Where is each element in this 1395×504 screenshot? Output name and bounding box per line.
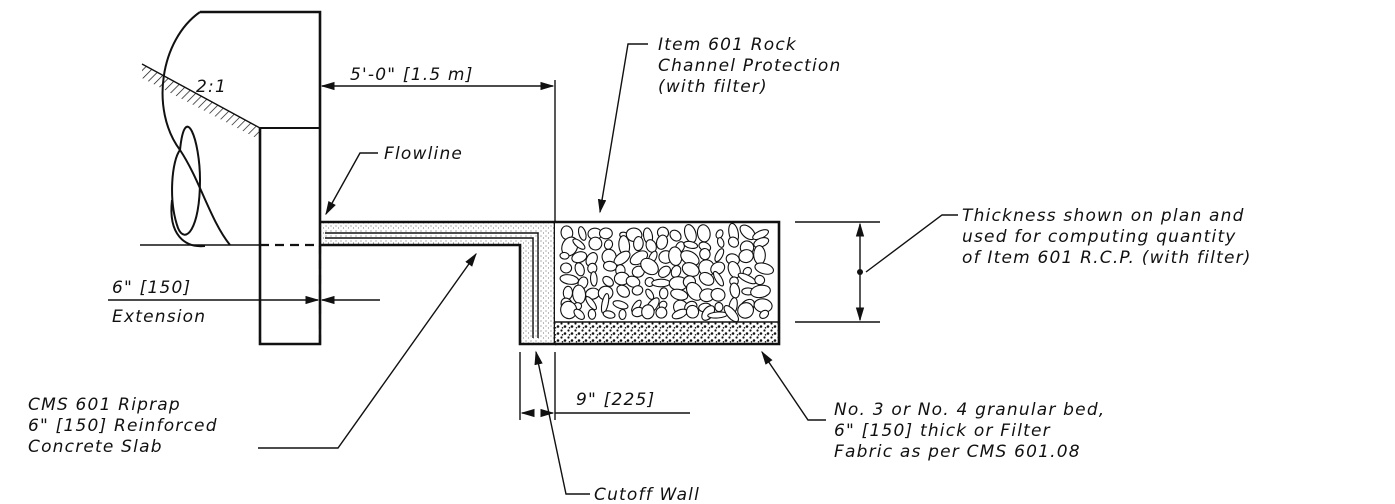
rock-label-line1: Item 601 Rock <box>658 35 797 55</box>
width-dimension-label: 5'-0" [1.5 m] <box>350 65 474 85</box>
rock-stone <box>618 308 627 321</box>
embankment-slope <box>140 63 261 246</box>
rock-stone <box>683 240 699 249</box>
bed-leader <box>761 350 826 421</box>
rock-stone <box>715 229 724 239</box>
rock-stone <box>714 301 724 313</box>
rock-stone <box>754 274 766 286</box>
extension-label-line2: Extension <box>112 307 206 327</box>
rock-stone <box>750 284 771 299</box>
rock-stone <box>631 285 644 296</box>
rock-stone <box>574 262 585 277</box>
cutoff-dimension-label: 9" [225] <box>576 390 655 410</box>
thickness-dimension <box>795 214 958 323</box>
flowline-leader <box>325 152 378 216</box>
riprap-label-line2: 6" [150] Reinforced <box>28 416 218 436</box>
rock-stone <box>723 305 740 323</box>
riprap-leader <box>258 252 477 449</box>
rock-fill <box>559 222 774 323</box>
rock-label-line2: Channel Protection <box>658 56 841 76</box>
rock-stone <box>669 229 682 242</box>
rock-stone <box>571 251 588 264</box>
rock-stone <box>585 295 597 311</box>
rock-stone <box>562 285 574 300</box>
concrete-slab <box>320 220 557 346</box>
rock-stone <box>759 309 770 320</box>
rock-stone <box>589 271 598 287</box>
rock-stone <box>714 248 725 263</box>
rock-stone <box>681 262 700 277</box>
rock-stone <box>658 265 671 278</box>
flowline-label: Flowline <box>384 144 463 164</box>
slope-label: 2:1 <box>196 77 227 97</box>
rock-stone <box>616 284 631 298</box>
rock-stone <box>685 304 700 319</box>
thickness-label-line2: used for computing quantity <box>962 227 1237 247</box>
rock-stone <box>641 304 655 320</box>
rock-label-line3: (with filter) <box>658 77 768 97</box>
rock-stone <box>559 251 570 260</box>
rock-stone <box>655 306 668 319</box>
rock-stone <box>560 262 573 274</box>
rock-stone <box>573 308 585 320</box>
cutoff-wall-label: Cutoff Wall <box>594 485 700 504</box>
rock-stone <box>658 287 669 300</box>
bed-label-line3: Fabric as per CMS 601.08 <box>834 442 1081 462</box>
rock-stone <box>716 237 725 248</box>
rock-stone <box>655 234 669 250</box>
rock-stone <box>640 257 659 276</box>
rock-stone <box>710 287 726 302</box>
rock-leader <box>597 43 648 214</box>
rock-stone <box>577 226 587 241</box>
rock-stone <box>587 308 597 320</box>
rock-stone <box>602 310 616 319</box>
rock-stone <box>625 275 641 288</box>
rock-stone <box>753 237 770 248</box>
width-dimension <box>319 80 556 222</box>
extension-hidden-lines <box>260 243 322 344</box>
cutoff-dimension <box>519 352 690 420</box>
rock-stone <box>712 270 725 287</box>
rock-stone <box>633 236 644 252</box>
rock-stone <box>572 238 586 250</box>
headwall <box>200 10 322 346</box>
rock-stone <box>560 300 578 320</box>
rock-stone <box>598 227 613 240</box>
thickness-label-line3: of Item 601 R.C.P. (with filter) <box>962 248 1252 268</box>
rock-stone <box>727 236 740 248</box>
cutoff-wall-leader <box>534 350 590 495</box>
rock-channel-protection <box>555 220 781 346</box>
rock-stone <box>651 278 671 288</box>
rock-stone <box>738 249 754 264</box>
bed-label-line2: 6" [150] thick or Filter <box>834 421 1051 441</box>
rock-stone <box>602 275 614 287</box>
pipe-outlet <box>161 11 231 248</box>
bed-label-line1: No. 3 or No. 4 granular bed, <box>834 400 1105 420</box>
rock-stone <box>612 300 629 310</box>
rock-stone <box>754 262 774 275</box>
rock-stone <box>698 271 715 286</box>
thickness-label-line1: Thickness shown on plan and <box>962 206 1245 226</box>
rock-stone <box>588 236 603 251</box>
rock-stone <box>737 302 755 319</box>
rock-stone <box>670 288 689 301</box>
rock-stone <box>753 245 766 265</box>
riprap-label-line3: Concrete Slab <box>28 437 163 457</box>
extension-label-line1: 6" [150] <box>112 278 191 298</box>
riprap-label-line1: CMS 601 Riprap <box>28 395 181 415</box>
